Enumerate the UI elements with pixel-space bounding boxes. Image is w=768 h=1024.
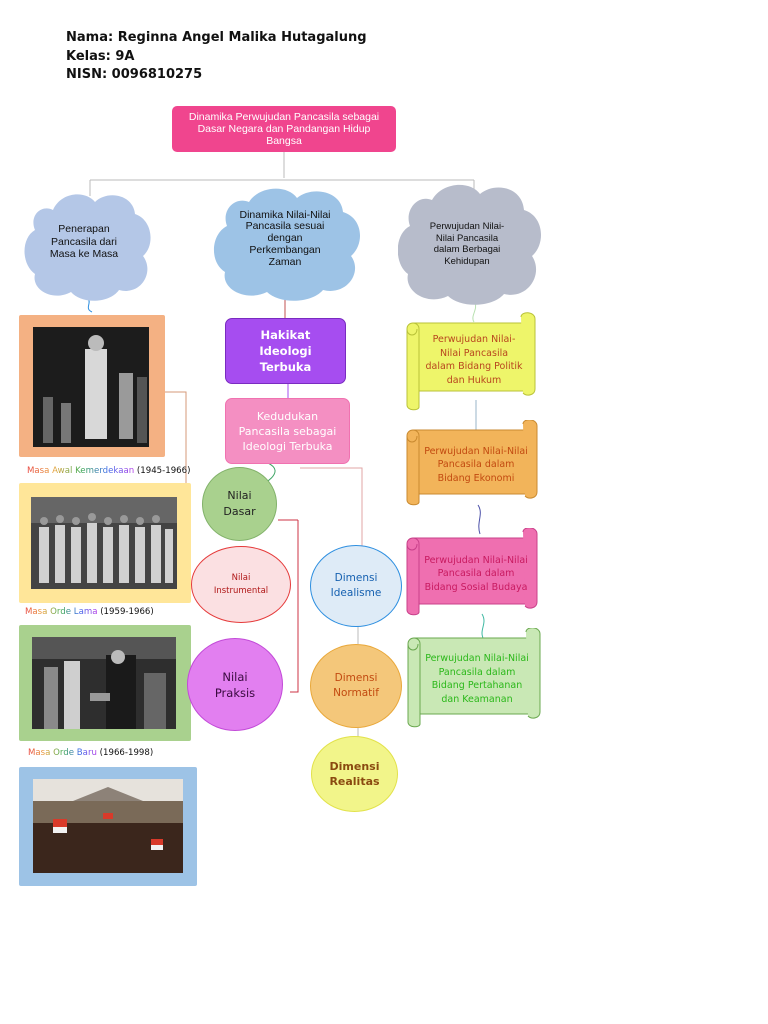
- title-to-branches-line: [89, 152, 475, 196]
- photo-frame-orde-baru: [19, 625, 191, 741]
- student-nisn: NISN: 0096810275: [66, 67, 203, 82]
- scroll-politik-hukum: [406, 312, 536, 411]
- student-name: Nama: Reginna Angel Malika Hutagalung: [66, 30, 367, 45]
- cloud-left: [24, 194, 151, 301]
- scroll-politik-hukum-label: Perwujudan Nilai-Nilai Pancasila dalam B…: [425, 334, 523, 386]
- scroll-ekonomi-label: Perwujudan Nilai-Nilai Pancasila dalam B…: [424, 445, 528, 484]
- node-hakikat-ideologi-terbuka: Hakikat Ideologi Terbuka: [225, 318, 346, 384]
- photo-frame-orde-lama: [19, 483, 191, 603]
- scroll-pertahanan-keamanan-label: Perwujudan Nilai-Nilai Pancasila dalam B…: [425, 653, 529, 705]
- node-dimensi-normatif: Dimensi Normatif: [310, 644, 402, 728]
- node-dimensi-realitas: Dimensi Realitas: [311, 736, 398, 812]
- scroll-pertahanan-keamanan: [407, 628, 541, 728]
- photo-frame-awal-kemerdekaan: [19, 315, 165, 457]
- era-years-orde-baru: (1966-1998): [99, 748, 154, 758]
- cloud-right: [398, 184, 542, 305]
- scroll-ekonomi: [406, 420, 538, 506]
- photo-reformasi: [33, 779, 183, 873]
- caption-orde-baru: Masa Orde Baru (1966-1998): [28, 748, 153, 758]
- student-class: Kelas: 9A: [66, 48, 135, 64]
- cloud-middle-label: Dinamika Nilai-Nilai Pancasila sesuai de…: [239, 208, 331, 268]
- node-nilai-dasar: Nilai Dasar: [202, 467, 277, 541]
- main-title: Dinamika Perwujudan Pancasila sebagai Da…: [188, 111, 380, 147]
- era-name-awal-kemerdekaan: Masa Awal Kemerdekaan: [27, 466, 135, 476]
- cloud-right-label: Perwujudan Nilai-Nilai Pancasila dalam B…: [429, 221, 505, 267]
- nilai-branch-line: [290, 520, 299, 693]
- photo-orde-baru: [32, 637, 176, 729]
- photo-frame-reformasi: [19, 767, 197, 886]
- caption-orde-lama: Masa Orde Lama (1959-1966): [25, 607, 154, 617]
- cloud-middle: [213, 188, 361, 301]
- node-nilai-praksis: Nilai Praksis: [187, 638, 283, 731]
- node-kedudukan-pancasila: Kedudukan Pancasila sebagai Ideologi Ter…: [225, 398, 350, 464]
- caption-awal-kemerdekaan: Masa Awal Kemerdekaan (1945-1966): [27, 466, 190, 476]
- era-years-awal-kemerdekaan: (1945-1966): [136, 466, 191, 476]
- era-name-orde-baru: Masa Orde Baru: [28, 748, 97, 758]
- cloud-left-label: Penerapan Pancasila dari Masa ke Masa: [49, 223, 119, 261]
- era-name-orde-lama: Masa Orde Lama: [25, 607, 98, 617]
- era-years-orde-lama: (1959-1966): [100, 607, 154, 617]
- scroll-sosial-budaya-label: Perwujudan Nilai-Nilai Pancasila dalam B…: [424, 554, 528, 593]
- node-nilai-instrumental: Nilai Instrumental: [191, 546, 291, 623]
- photo-awal-kemerdekaan: [33, 327, 149, 447]
- student-info: Nama: Reginna Angel Malika Hutagalung Ke…: [66, 29, 367, 85]
- scroll2-to-scroll3-line: [477, 504, 481, 535]
- scroll-sosial-budaya: [406, 528, 538, 616]
- kedudukan-to-dimensi-line: [300, 467, 363, 548]
- main-title-box: Dinamika Perwujudan Pancasila sebagai Da…: [172, 106, 396, 152]
- photo-orde-lama: [31, 497, 177, 589]
- node-dimensi-idealisme: Dimensi Idealisme: [310, 545, 402, 627]
